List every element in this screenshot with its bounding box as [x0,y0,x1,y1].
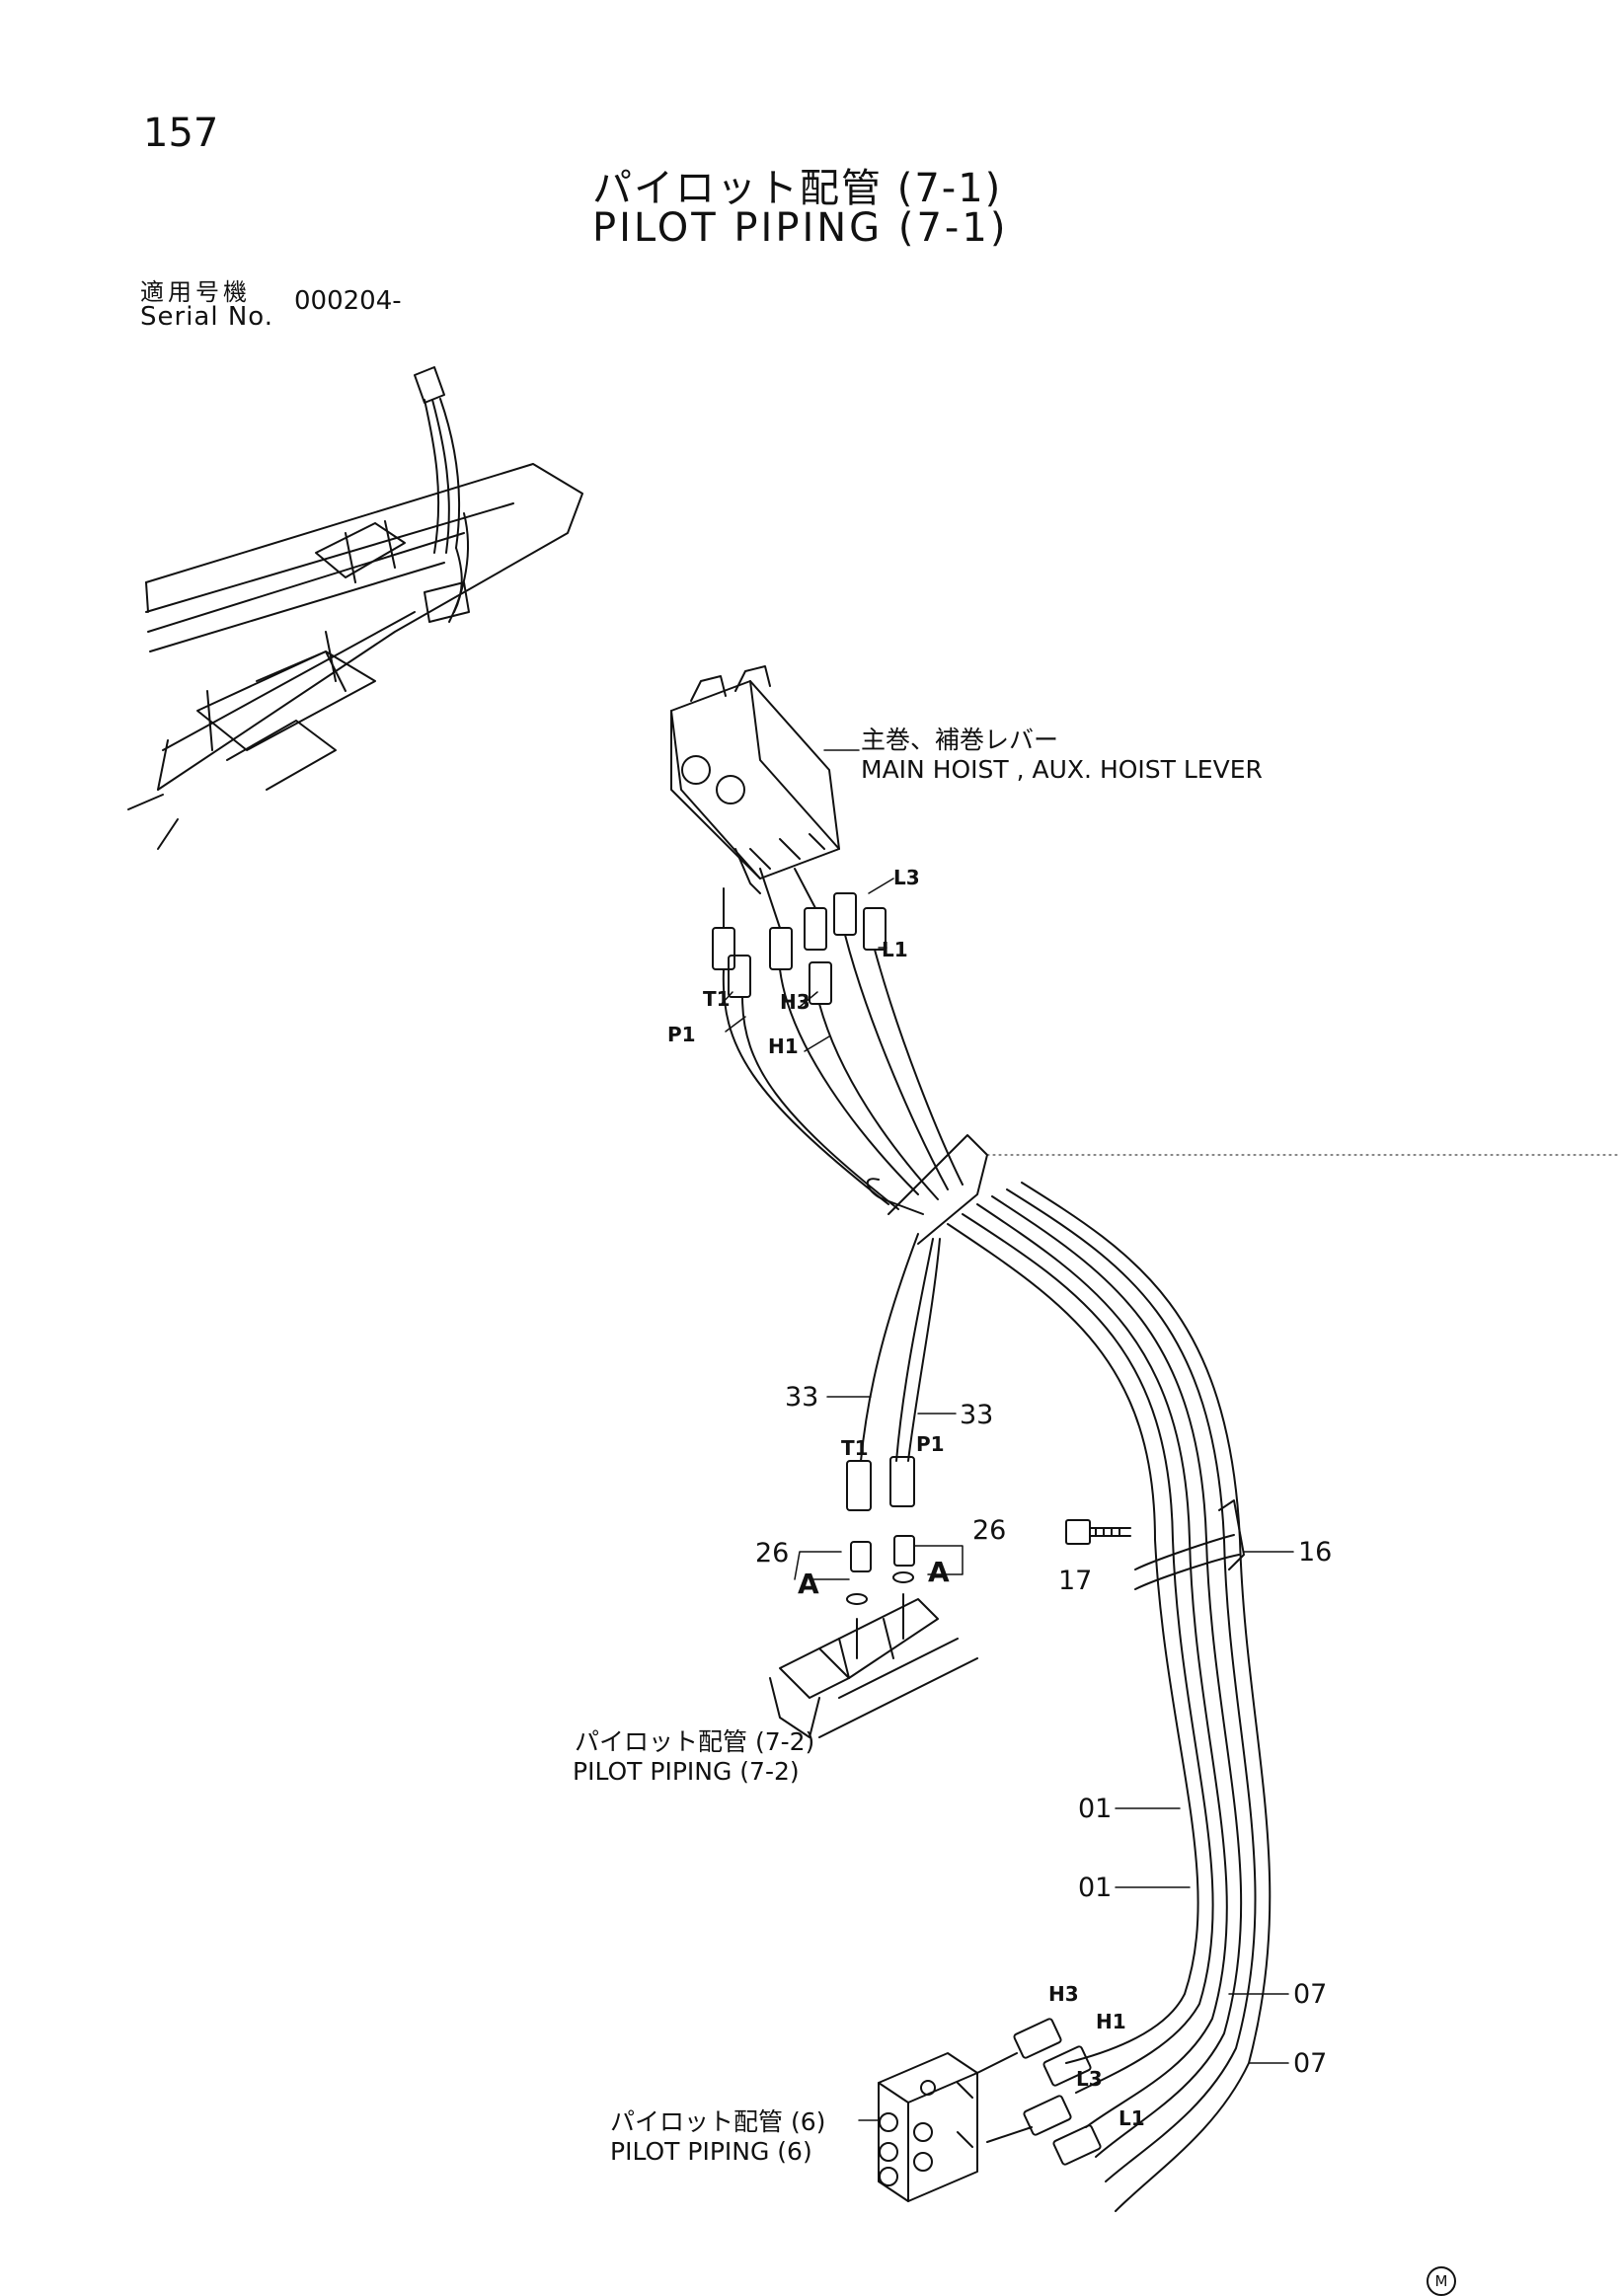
port-label-P1: P1 [667,1023,696,1046]
part-number-16: 16 [1298,1537,1333,1568]
valve-block-6 [878,2052,978,2202]
clamp-bracket [866,1134,1620,1245]
port-label-T1-lower: T1 [841,1436,869,1460]
port-label-H1: H1 [768,1034,799,1058]
piping-7-2-callout-jp: パイロット配管 (7-2) [575,1727,815,1756]
piping-6-callout-jp: パイロット配管 (6) [610,2107,826,2136]
port-label-H3-lower: H3 [1048,1982,1079,2006]
part-number-33-left: 33 [785,1382,819,1413]
corner-circled-mark: M [1427,2266,1456,2296]
band-clamp-16 [1065,1499,1245,1590]
serial-label-en: Serial No. [140,302,273,332]
cab-frame-inset [127,366,583,850]
serial-value: 000204- [294,286,402,316]
leader-lines [720,749,1294,2121]
part-number-17: 17 [1058,1566,1093,1596]
hoist-lever-block [670,665,840,894]
part-number-33-right: 33 [960,1400,994,1430]
lower-valve-7-2 [769,1598,978,1738]
lever-callout-en: MAIN HOIST , AUX. HOIST LEVER [861,755,1263,784]
part-number-26-left: 26 [755,1538,790,1569]
part-number-07-top: 07 [1293,1979,1328,2010]
long-hose-bundle [947,1182,1272,2212]
serial-label-jp: 適用号機 [140,278,251,306]
port-label-L3-lower: L3 [1076,2067,1103,2091]
section-mark-A-right: A [928,1556,950,1588]
page-number: 157 [143,111,219,156]
part-number-01-top: 01 [1078,1794,1113,1824]
port-label-H1-lower: H1 [1096,2010,1126,2033]
part-number-26-right: 26 [972,1515,1007,1546]
piping-7-2-callout-en: PILOT PIPING (7-2) [573,1757,800,1786]
page-title-en: PILOT PIPING (7-1) [592,205,1009,251]
port-label-H3: H3 [780,990,810,1014]
part-number-01-bottom: 01 [1078,1873,1113,1903]
port-label-P1-lower: P1 [916,1432,945,1456]
page-title-jp: パイロット配管 (7-1) [592,166,1003,211]
lever-callout-jp: 主巻、補巻レバー [861,726,1059,754]
port-label-L1-lower: L1 [1119,2106,1145,2130]
port-label-T1: T1 [703,987,731,1011]
lower-fittings [976,2018,1102,2166]
section-mark-A-left: A [798,1568,819,1600]
port-label-L3: L3 [893,866,920,889]
upper-hoses [722,934,964,1210]
port-label-L1: L1 [882,938,908,961]
part-number-07-bottom: 07 [1293,2048,1328,2079]
piping-6-callout-en: PILOT PIPING (6) [610,2137,812,2166]
hoses-33 [846,1233,941,1659]
